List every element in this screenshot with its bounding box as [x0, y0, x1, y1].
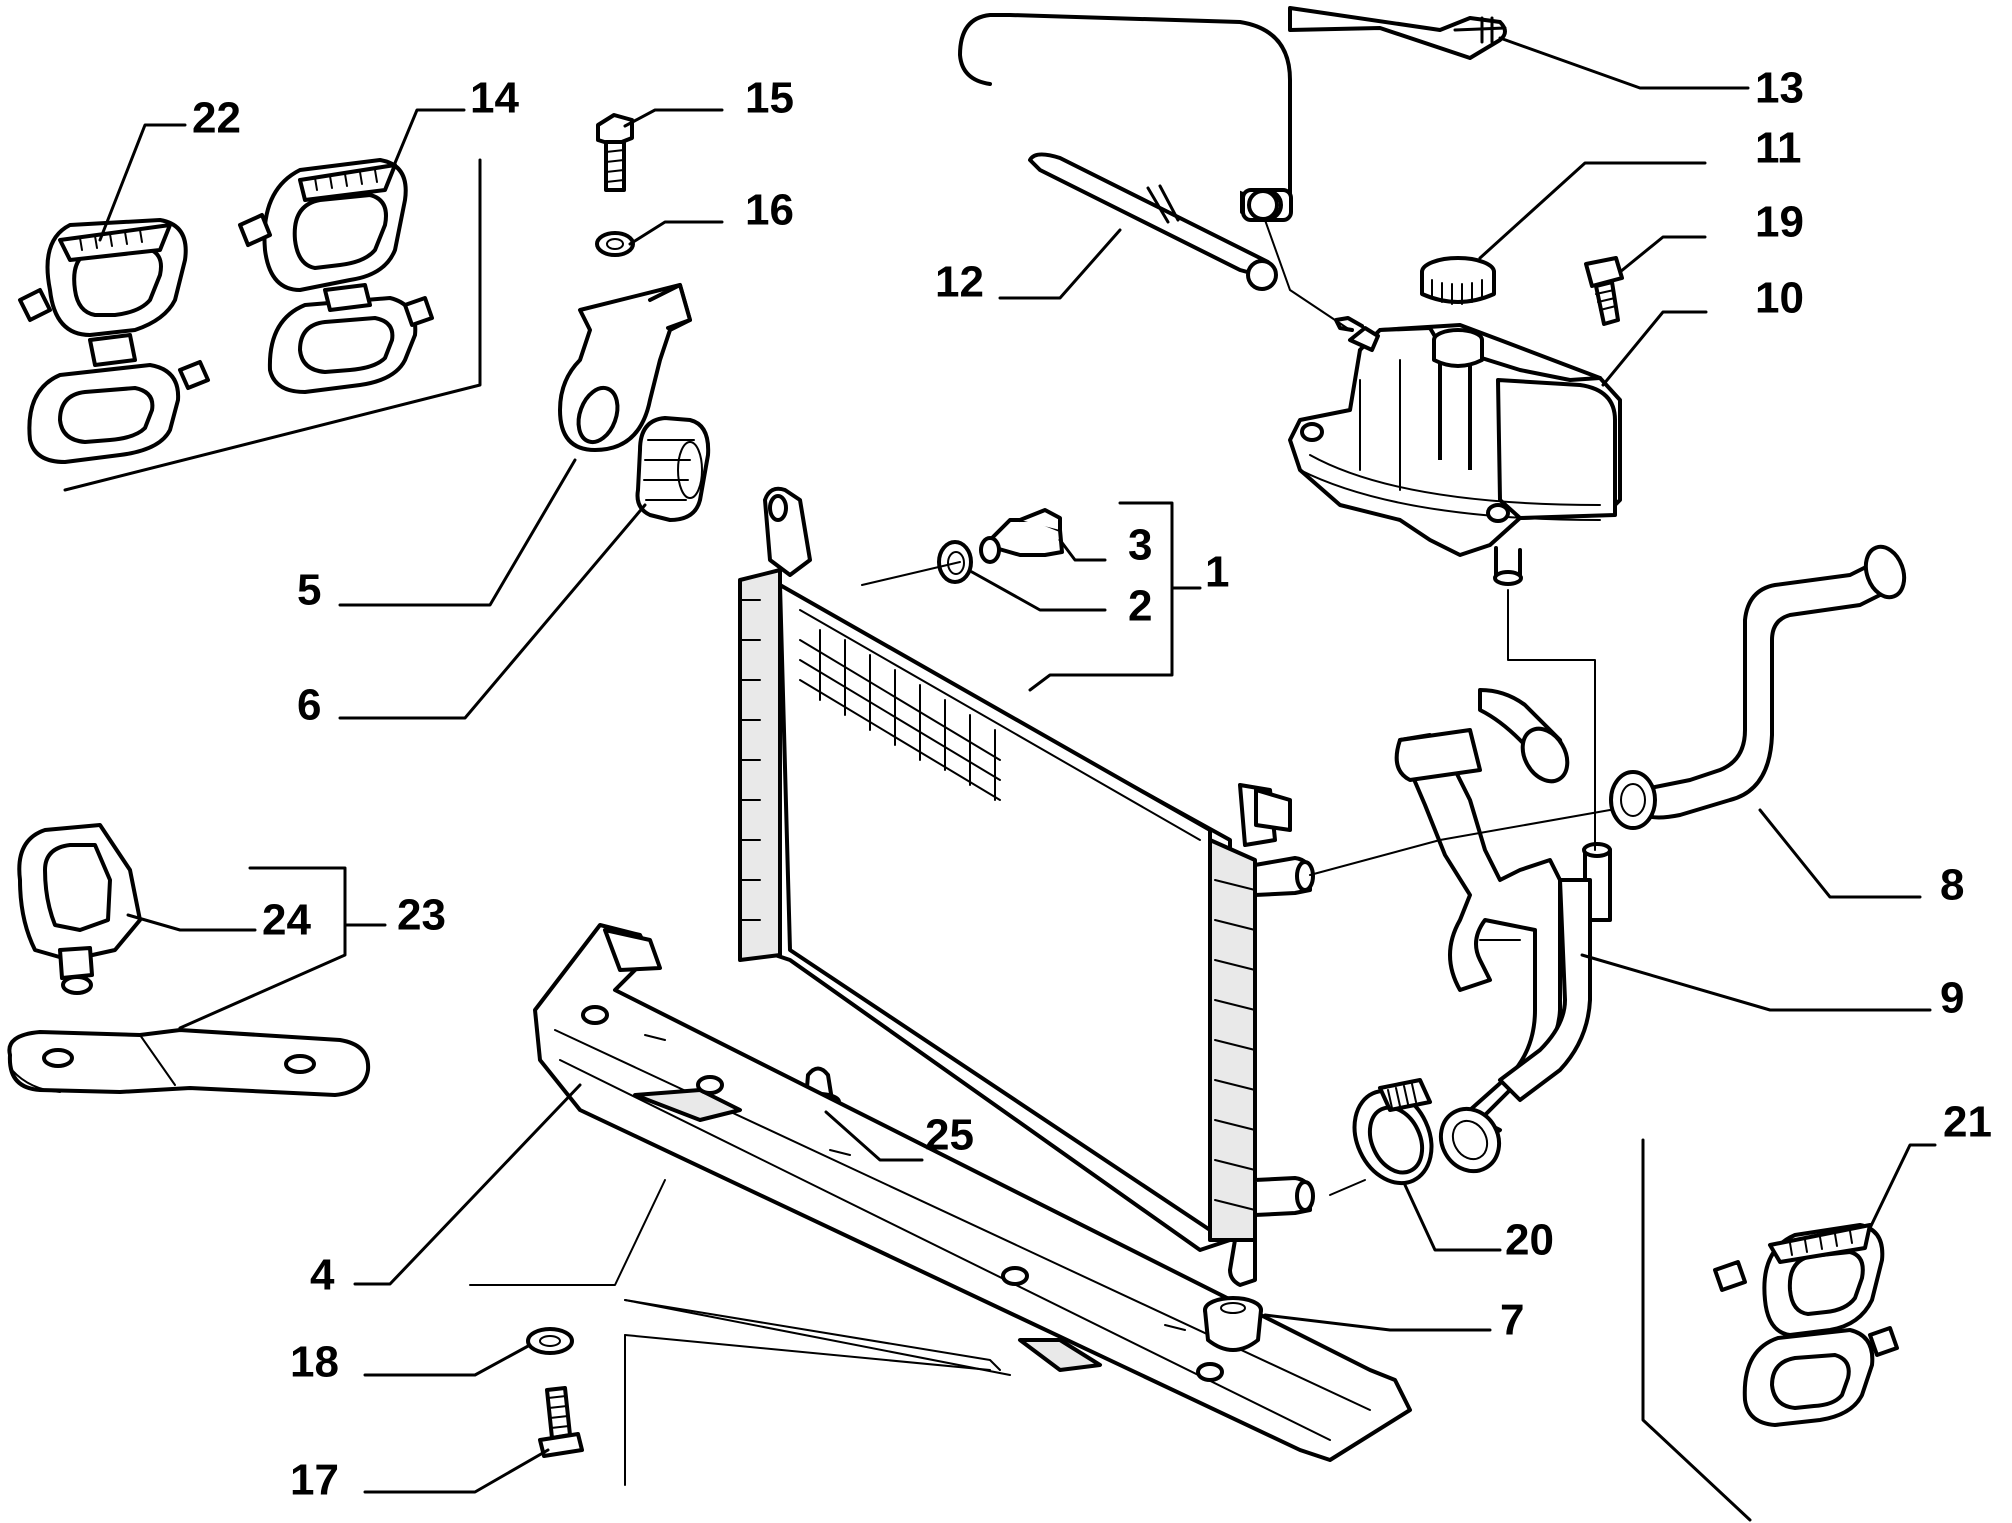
callout-4: 4: [310, 1251, 335, 1300]
callout-2: 2: [1128, 582, 1152, 631]
callout-15: 15: [745, 74, 794, 123]
callout-14: 14: [470, 74, 519, 123]
callout-12: 12: [935, 258, 984, 307]
callout-labels: 13 11 19 10 12 3 2 1 5 6 22 14 15 16 24 …: [192, 64, 1992, 1505]
callout-6: 6: [297, 681, 321, 730]
callout-3: 3: [1128, 521, 1152, 570]
part-14-clip: [238, 158, 434, 394]
part-6-mount: [635, 416, 711, 522]
part-12-hose: [1028, 152, 1279, 291]
callout-22: 22: [192, 94, 241, 143]
part-20-clamp: [1352, 1078, 1434, 1186]
part-5-bracket: [558, 283, 692, 452]
part-19-screw: [1584, 256, 1624, 326]
callout-23: 23: [397, 891, 446, 940]
callout-7: 7: [1500, 1296, 1524, 1345]
part-21-clip: [1713, 1223, 1899, 1427]
part-15-bolt: [596, 113, 634, 192]
callout-8: 8: [1940, 861, 1964, 910]
part-13-upper-hose: [958, 6, 1507, 222]
part-10-expansion-tank: [1288, 316, 1622, 586]
part-8-hose: [1609, 544, 1907, 830]
callout-17: 17: [290, 1456, 339, 1505]
part-7-grommet: [1203, 1296, 1263, 1352]
callout-13: 13: [1755, 64, 1804, 113]
part-16-washer: [595, 231, 635, 257]
callout-24: 24: [262, 896, 311, 945]
callout-9: 9: [1940, 974, 1964, 1023]
part-17-bolt: [538, 1386, 584, 1458]
part-2-seal: [937, 540, 973, 584]
callout-16: 16: [745, 186, 794, 235]
part-11-cap: [1420, 256, 1496, 305]
part-22-clip: [18, 218, 210, 464]
leader-lines: [63, 36, 1937, 1522]
part-3-plug: [979, 508, 1064, 564]
callout-21: 21: [1943, 1098, 1992, 1147]
callout-18: 18: [290, 1338, 339, 1387]
callout-10: 10: [1755, 274, 1804, 323]
callout-20: 20: [1505, 1216, 1554, 1265]
part-1-radiator: [738, 486, 1315, 1287]
callout-1: 1: [1205, 548, 1229, 597]
part-18-washer: [526, 1327, 574, 1355]
callout-19: 19: [1755, 198, 1804, 247]
part-24-clip: [17, 823, 142, 995]
callout-11: 11: [1755, 124, 1802, 173]
part-9-y-hose: [1394, 688, 1612, 1174]
callout-5: 5: [297, 566, 321, 615]
part-4-crossmember: [533, 923, 1412, 1462]
callout-25: 25: [925, 1111, 974, 1160]
part-23-strap: [7, 1028, 371, 1097]
